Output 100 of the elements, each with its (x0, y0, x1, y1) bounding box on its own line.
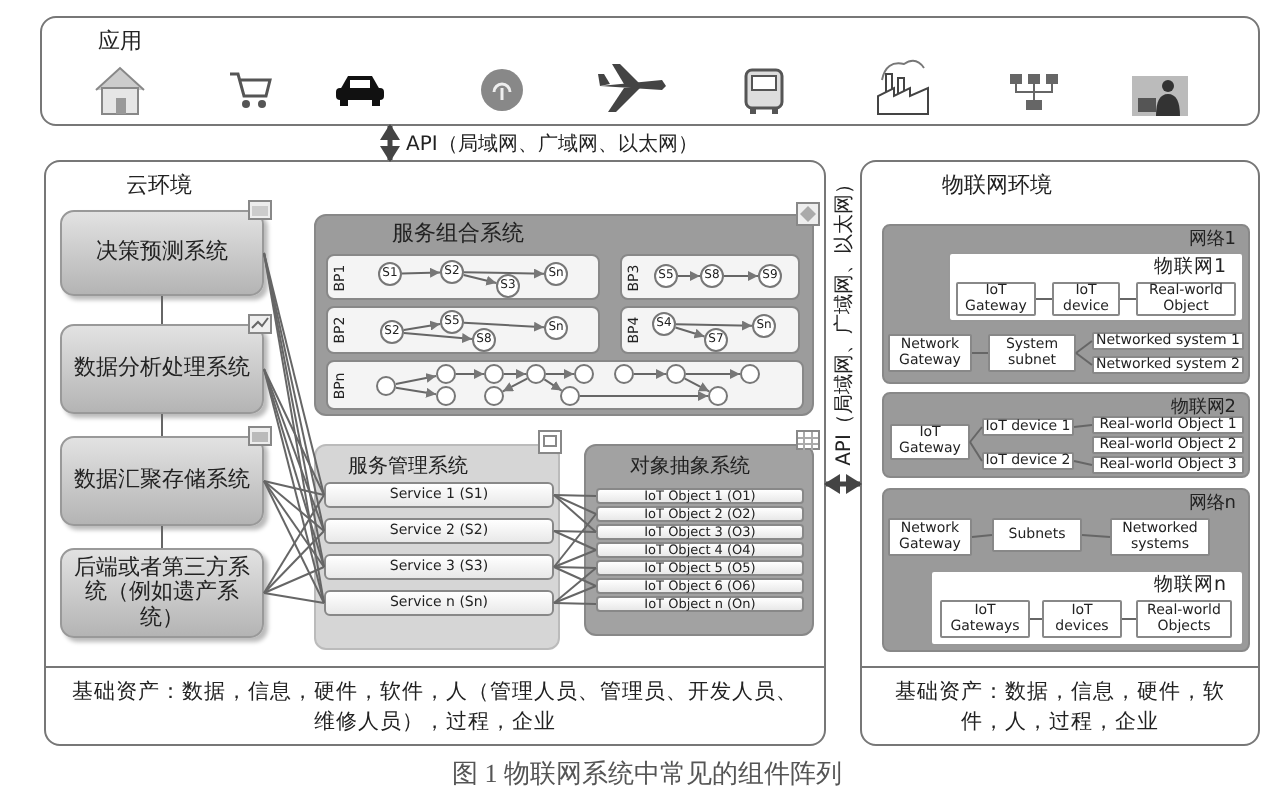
system-box (60, 436, 264, 526)
device-box (1092, 356, 1244, 374)
service-box (324, 590, 554, 616)
connector-line (263, 530, 325, 594)
connector-line (1075, 352, 1093, 366)
process-row (620, 306, 800, 354)
device-box (888, 334, 972, 372)
step-circle (614, 364, 634, 384)
connector-line (263, 368, 325, 568)
connector-line (553, 602, 597, 605)
arrow (677, 271, 701, 281)
device-box (1092, 416, 1244, 434)
arrow (463, 321, 545, 332)
connector-line (553, 513, 597, 568)
device-box (1092, 436, 1244, 454)
service-box (324, 518, 554, 544)
service-circle (440, 310, 464, 334)
connector-line (161, 413, 163, 437)
connector-line (971, 534, 993, 538)
network-panel (882, 224, 1250, 384)
device-box (1136, 282, 1236, 316)
service-circle (472, 328, 496, 352)
connector-line (553, 494, 597, 515)
connector-line (263, 368, 325, 532)
service-circle (758, 264, 782, 288)
panel-title: 网络1 (1188, 230, 1236, 251)
system-label: 决策预测系统 (94, 240, 230, 266)
object-box (596, 542, 804, 558)
connector-line (263, 480, 325, 604)
panel-title: 对象抽象系统 (630, 456, 750, 479)
connector-line (971, 352, 989, 354)
arrow (543, 378, 563, 392)
device-box (1042, 600, 1122, 638)
process-row (326, 360, 804, 410)
step-circle (526, 364, 546, 384)
system-label: 后端或者第三方系统（例如遗产系统） (72, 555, 252, 631)
process-row (620, 254, 800, 300)
device-box (992, 518, 1082, 552)
object-box (596, 524, 804, 540)
connector-line (263, 480, 325, 568)
step-circle (560, 386, 580, 406)
connector-line (1073, 424, 1093, 428)
service-box (324, 554, 554, 580)
service-circle (440, 260, 464, 284)
connector-line (553, 549, 597, 568)
panel-title: 云环境 (126, 174, 192, 200)
object-box (596, 506, 804, 522)
step-circle (436, 364, 456, 384)
connector-line (263, 480, 325, 532)
panel-title: 物联网n (1153, 576, 1226, 598)
service-circle (544, 316, 568, 340)
object-box (596, 560, 804, 576)
step-circle (574, 364, 594, 384)
arrow (463, 268, 545, 279)
device-box (1110, 518, 1210, 556)
device-box (890, 424, 970, 460)
connector-line (263, 592, 325, 604)
process-row (326, 306, 600, 354)
service-circle (700, 264, 724, 288)
panel-title: 物联网1 (1153, 258, 1226, 280)
service-circle (380, 320, 404, 344)
device-box (940, 600, 1030, 638)
step-circle (708, 386, 728, 406)
connector-line (969, 426, 983, 443)
connector-line (1119, 298, 1137, 300)
arrow (824, 474, 862, 494)
device-box (956, 282, 1036, 316)
arrow (394, 373, 438, 386)
connector-line (263, 368, 325, 496)
device-box (1052, 282, 1120, 316)
connector-line (553, 494, 597, 497)
group-panel (314, 444, 560, 650)
iot-panel (930, 570, 1244, 646)
panel-title: 服务组合系统 (392, 222, 524, 248)
arrow (685, 369, 741, 379)
connector-line (161, 295, 163, 325)
connector-line (263, 368, 325, 604)
service-circle (544, 262, 568, 286)
connector-line (1075, 340, 1093, 354)
arrow (380, 124, 400, 162)
connector-line (553, 566, 597, 587)
panel-title: 物联网环境 (942, 174, 1052, 200)
arrow (545, 369, 575, 379)
service-box (324, 482, 554, 508)
device-box (1092, 456, 1244, 474)
system-box (60, 324, 264, 414)
step-circle (376, 376, 396, 396)
band-text: 基础资产：数据，信息，硬件，软件，人（管理人员、管理员、开发人员、维修人员），过程，企业 (70, 678, 800, 736)
arrow (503, 369, 527, 379)
connector-line (263, 566, 325, 594)
network-panel (882, 392, 1250, 478)
group-panel (314, 214, 814, 416)
step-circle (666, 364, 686, 384)
connector-line (263, 480, 325, 496)
arrow (402, 320, 442, 332)
arrow (579, 391, 709, 401)
group-panel (584, 444, 814, 636)
device-box (1092, 332, 1244, 350)
connector-line (553, 585, 597, 604)
arrow (501, 377, 529, 393)
